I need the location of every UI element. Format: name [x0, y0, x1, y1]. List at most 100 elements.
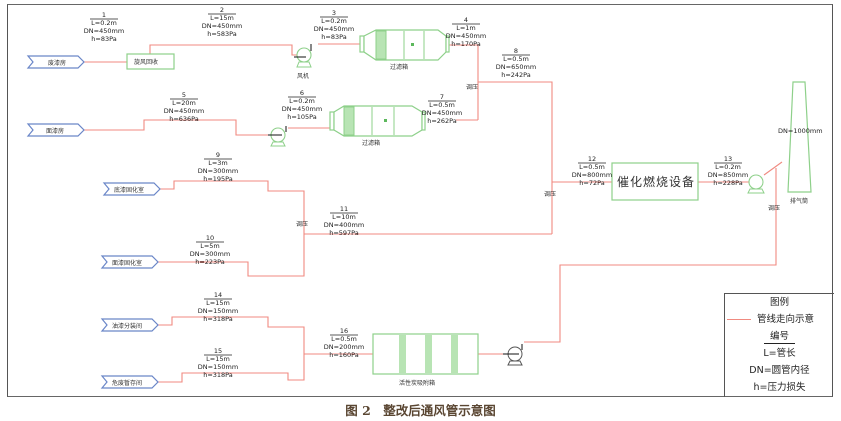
pipe-10	[158, 234, 305, 277]
segment-id: 10	[206, 234, 214, 242]
segment-diameter: DN=450mm	[164, 107, 204, 115]
segment-id: 9	[216, 151, 220, 159]
segment-length: L=0.2m	[289, 97, 315, 105]
source-label: 面漆房	[46, 127, 64, 135]
legend-pipe: 管线走向示意	[725, 311, 834, 328]
segment-diameter: DN=450mm	[202, 22, 242, 30]
legend-number-row: 编号	[725, 328, 834, 345]
segment-id: 1	[102, 11, 106, 19]
figure-caption: 图 2 整改后通风管示意图	[345, 403, 496, 418]
adsorber-box: 活性炭吸附箱	[372, 333, 479, 387]
segment-length: L=0.5m	[579, 163, 605, 171]
pipe-15	[158, 354, 305, 383]
segment-pressure: h=318Pa	[203, 315, 233, 323]
segment-length: L=0.2m	[715, 163, 741, 171]
segment-id: 14	[214, 291, 222, 299]
segment-pressure: h=262Pa	[427, 117, 457, 125]
pipe-sample	[727, 319, 751, 320]
segment-diameter: DN=450mm	[314, 25, 354, 33]
exhaust-stack: DN=1000mm 排气筒	[778, 81, 823, 205]
segment-diameter: DN=650mm	[496, 63, 536, 71]
segment-id: 12	[588, 155, 596, 163]
pipe-4	[448, 44, 479, 120]
source-label: 面漆固化室	[112, 259, 142, 267]
segment-pressure: h=242Pa	[501, 71, 531, 79]
valve-label: 调压	[466, 83, 478, 91]
segment-id: 16	[340, 327, 348, 335]
legend-number: 编号	[763, 330, 795, 344]
segment-id: 5	[182, 91, 186, 99]
source-1: 废漆房	[26, 55, 85, 69]
filter-box-1: 过滤箱	[359, 29, 450, 71]
segment-diameter: DN=450mm	[282, 105, 322, 113]
legend-pipe-label: 管线走向示意	[757, 314, 815, 325]
legend-pressure: h=压力损失	[753, 382, 806, 393]
segment-pressure: h=636Pa	[169, 115, 199, 123]
filter-box-2: 过滤箱	[329, 105, 426, 147]
pipe-8	[478, 81, 553, 234]
pipe-return	[524, 168, 777, 343]
segment-length: L=3m	[208, 159, 228, 167]
segment-pressure: h=228Pa	[713, 179, 743, 187]
segment-length: L=0.2m	[321, 17, 347, 25]
segment-id: 2	[220, 6, 224, 14]
fan-label: 风机	[297, 72, 309, 80]
segment-diameter: DN=850mm	[708, 171, 748, 179]
fan-icon	[268, 126, 287, 147]
source-label: 废漆房	[48, 59, 66, 67]
segment-length: L=0.5m	[503, 55, 529, 63]
segment-diameter: DN=800mm	[572, 171, 612, 179]
segment-pressure: h=83Pa	[321, 33, 346, 41]
segment-diameter: DN=450mm	[84, 27, 124, 35]
fan-icon: 风机	[294, 44, 312, 80]
segment-length: L=15m	[210, 14, 234, 22]
segment-length: L=10m	[332, 213, 356, 221]
cyclone-label: 旋风回收	[134, 58, 158, 66]
segment-pressure: h=72Pa	[579, 179, 604, 187]
pipes	[84, 43, 783, 383]
segment-length: L=15m	[206, 299, 230, 307]
segment-length: L=20m	[172, 99, 196, 107]
stack-dn-label: DN=1000mm	[778, 127, 823, 135]
pipe-14	[158, 316, 305, 354]
fan-icon	[747, 174, 765, 194]
segment-id: 4	[464, 16, 468, 24]
catalytic-combustion-box: 催化燃烧设备	[611, 162, 699, 201]
source-label: 危废暂存间	[112, 379, 142, 387]
segment-id: 15	[214, 347, 222, 355]
segment-id: 6	[300, 89, 304, 97]
segment-labels: 1L=0.2mDN=450mmh=83Pa2L=15mDN=450mmh=583…	[84, 6, 748, 379]
source-5: 油漆分装间	[100, 318, 159, 332]
fan-icon	[503, 344, 523, 366]
segment-diameter: DN=450mm	[422, 109, 462, 117]
valve-label: 调压	[544, 190, 556, 198]
segment-pressure: h=105Pa	[287, 113, 317, 121]
segment-id: 3	[332, 9, 336, 17]
pipe-5	[84, 119, 268, 136]
source-label: 油漆分装间	[112, 322, 142, 330]
filter-label: 过滤箱	[362, 139, 380, 147]
segment-diameter: DN=450mm	[446, 32, 486, 40]
segment-pressure: h=318Pa	[203, 371, 233, 379]
segment-diameter: DN=400mm	[324, 221, 364, 229]
pipe-9	[160, 180, 305, 234]
valve-label: 调压	[768, 204, 780, 212]
segment-pressure: h=597Pa	[329, 229, 359, 237]
legend-diameter: DN=圆管内径	[749, 365, 810, 376]
